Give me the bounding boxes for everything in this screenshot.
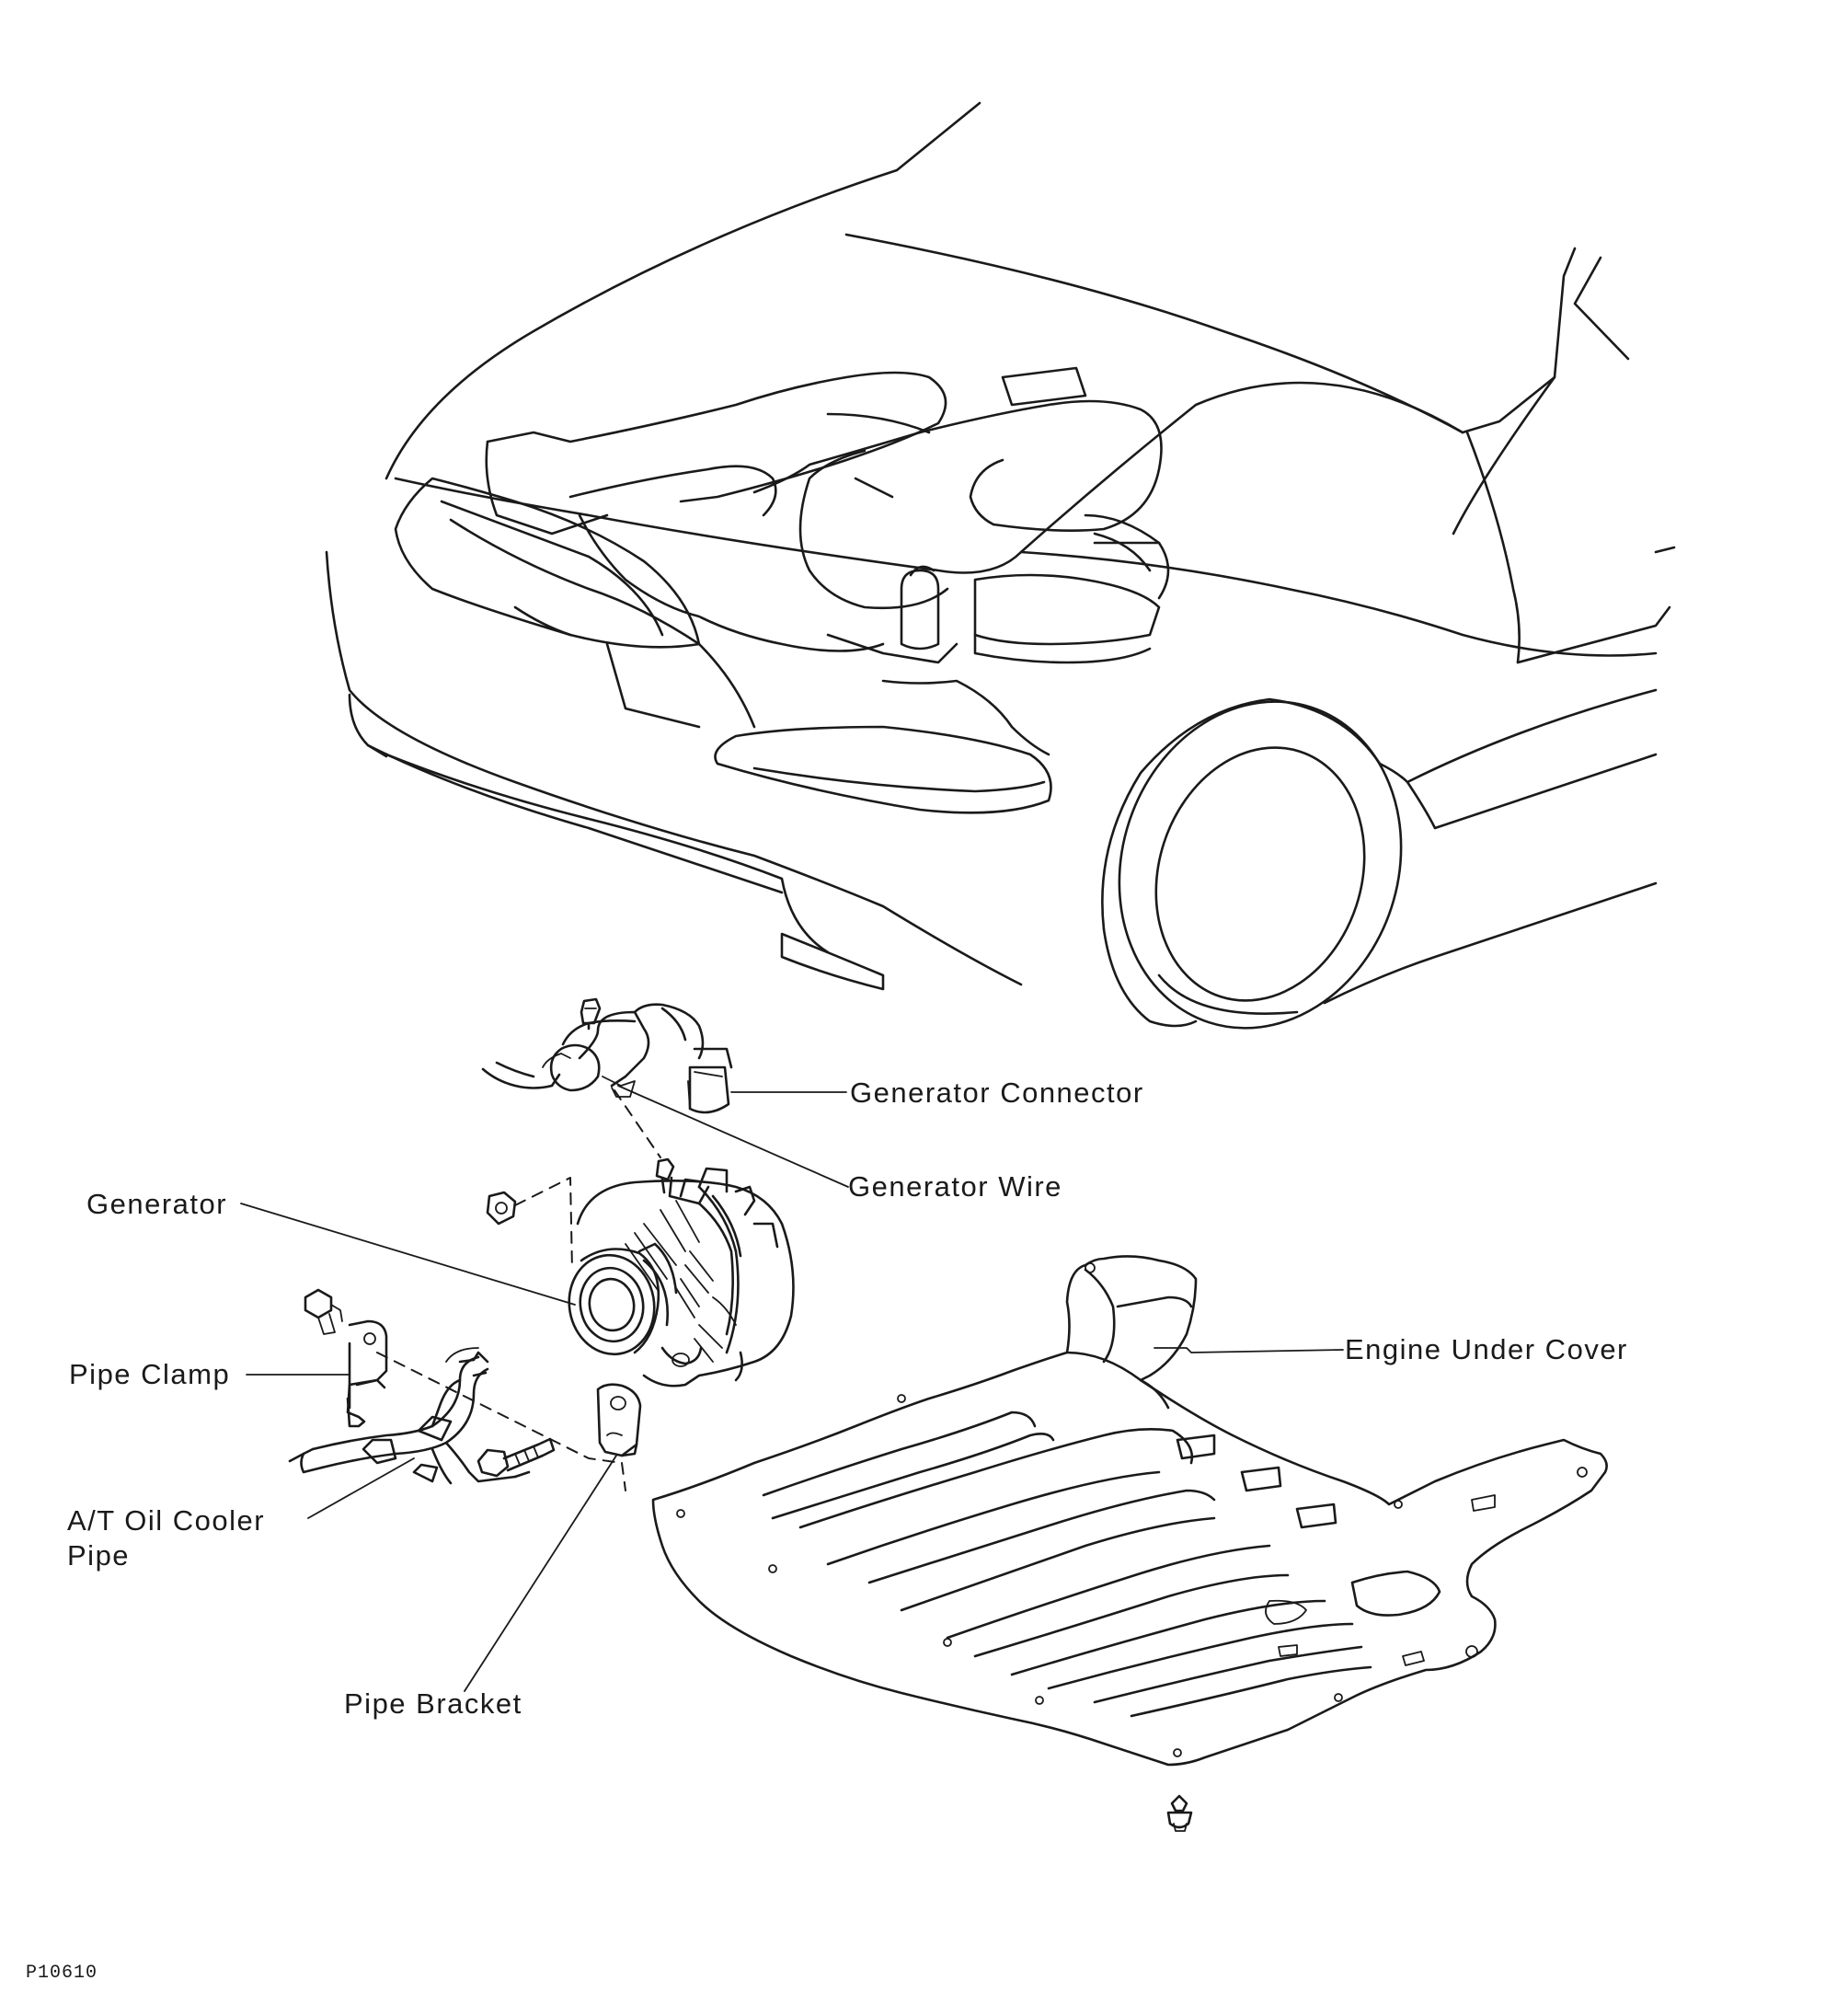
label-engine-under-cover: Engine Under Cover (1345, 1333, 1628, 1365)
at-oil-cooler-pipe-part (288, 1347, 531, 1485)
label-at-oil-cooler-pipe-line2: Pipe (67, 1539, 131, 1572)
pipe-clamp-part (304, 1288, 388, 1428)
label-pipe-clamp: Pipe Clamp (69, 1358, 231, 1390)
leader-at-oil-cooler-pipe (307, 1457, 415, 1519)
label-pipe-bracket: Pipe Bracket (344, 1687, 522, 1720)
generator-part (486, 1157, 795, 1387)
leader-engine-under-cover (1154, 1347, 1344, 1353)
leader-generator (240, 1203, 576, 1306)
label-generator-connector: Generator Connector (850, 1077, 1144, 1109)
leader-generator-wire (617, 1085, 849, 1188)
car-front-illustration (325, 101, 1676, 1030)
clip-part (1166, 1794, 1193, 1832)
bolt-part (476, 1437, 556, 1478)
label-at-oil-cooler-pipe-line1: A/T Oil Cooler (67, 1504, 266, 1537)
figure-code: P10610 (26, 1963, 98, 1984)
engine-under-cover-part (651, 1255, 1608, 1767)
generator-wire-harness (481, 997, 733, 1114)
leader-lines (240, 1085, 1344, 1692)
label-generator-wire: Generator Wire (848, 1170, 1062, 1203)
label-generator: Generator (86, 1188, 228, 1220)
leader-pipe-bracket (464, 1455, 617, 1692)
pipe-bracket-part (596, 1383, 642, 1457)
assembly-lines (376, 1089, 661, 1491)
